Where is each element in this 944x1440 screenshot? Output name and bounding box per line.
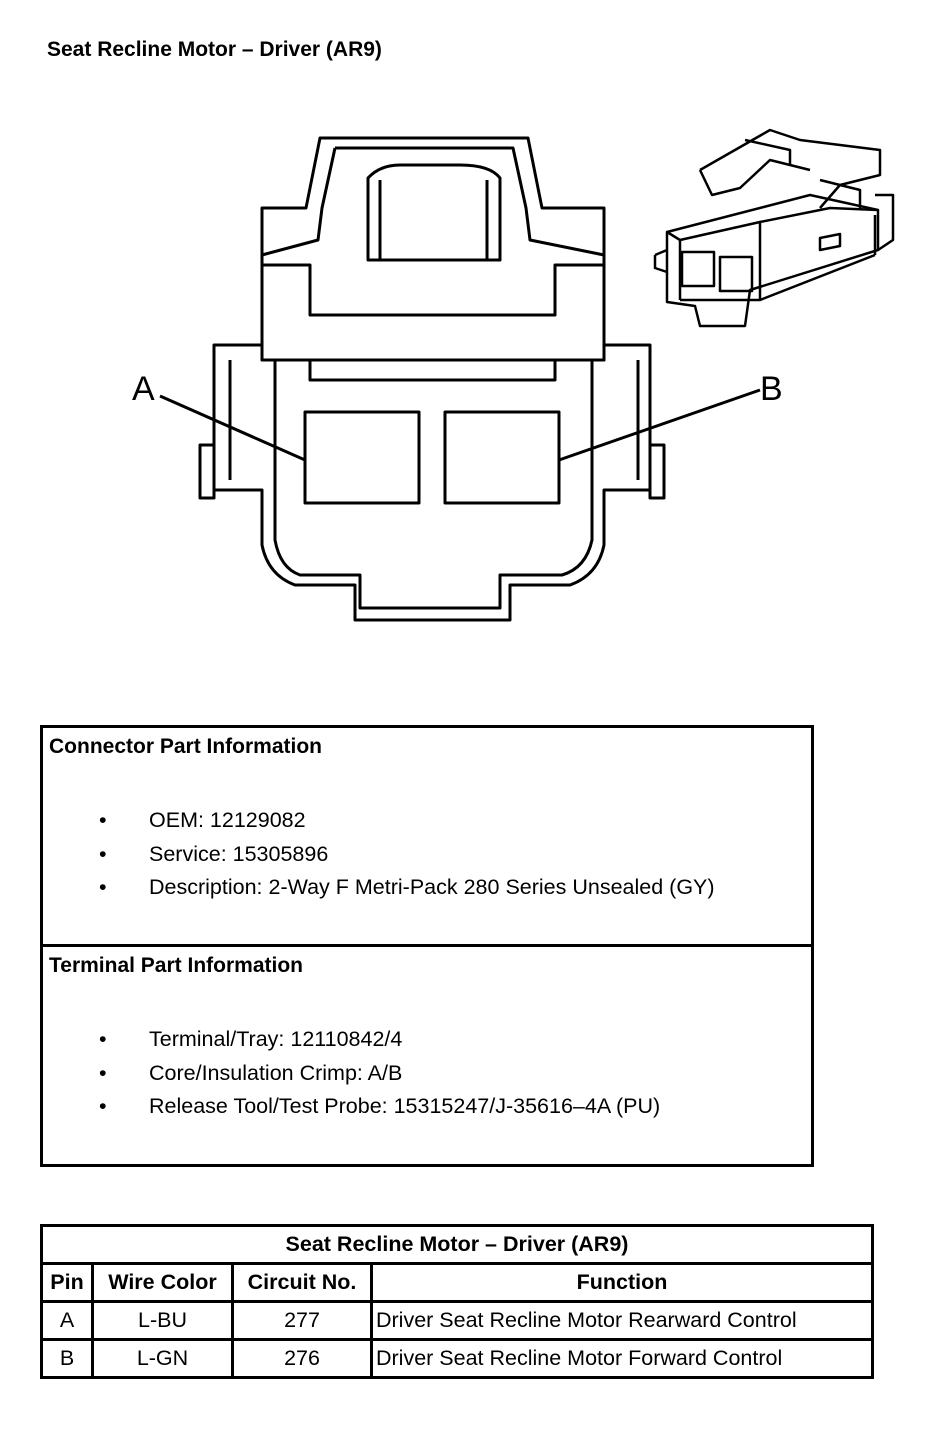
column-header-wire-color: Wire Color <box>91 1262 234 1303</box>
list-item-text: Core/Insulation Crimp: A/B <box>149 1060 403 1085</box>
bullet-icon: • <box>99 1060 107 1085</box>
list-item-text: OEM: 12129082 <box>149 808 306 832</box>
column-header-function: Function <box>370 1262 874 1303</box>
pin-cell: A <box>40 1300 94 1341</box>
table-row: B L-GN 276 Driver Seat Recline Motor For… <box>40 1338 874 1379</box>
part-info-box: Connector Part Information • OEM: 1212908… <box>40 725 814 1167</box>
circuit-cell: 276 <box>231 1338 373 1379</box>
connector-diagram: A B <box>132 128 895 622</box>
pin-cavity-b <box>443 410 561 505</box>
wire-color-cell: L-BU <box>91 1300 234 1341</box>
terminal-info-heading: Terminal Part Information <box>49 954 303 977</box>
column-header-circuit: Circuit No. <box>231 1262 373 1303</box>
pin-b-leader <box>558 388 761 462</box>
list-item-text: Description: 2-Way F Metri-Pack 280 Seri… <box>149 875 715 899</box>
page-title: Seat Recline Motor – Driver (AR9) <box>47 38 382 61</box>
pin-a-leader <box>159 394 306 462</box>
list-item-text: Terminal/Tray: 12110842/4 <box>149 1027 403 1051</box>
pin-table: Seat Recline Motor – Driver (AR9) Pin Wi… <box>40 1224 874 1379</box>
function-cell: Driver Seat Recline Motor Forward Contro… <box>370 1338 874 1379</box>
column-header-pin: Pin <box>40 1262 94 1303</box>
pin-cavity-a <box>303 410 421 505</box>
table-row: A L-BU 277 Driver Seat Recline Motor Rea… <box>40 1300 874 1341</box>
bullet-icon: • <box>99 841 107 866</box>
pin-table-title: Seat Recline Motor – Driver (AR9) <box>40 1224 874 1265</box>
wire-color-cell: L-GN <box>91 1338 234 1379</box>
bullet-icon: • <box>99 1027 107 1051</box>
connector-iso-view <box>653 128 895 328</box>
connector-info-section: Connector Part Information • OEM: 1212908… <box>43 728 811 947</box>
connector-housing <box>212 343 652 622</box>
table-header-row: Pin Wire Color Circuit No. Function <box>40 1262 874 1303</box>
bullet-icon: • <box>99 875 107 899</box>
list-item-text: Release Tool/Test Probe: 15315247/J-3561… <box>149 1094 661 1118</box>
table-title-row: Seat Recline Motor – Driver (AR9) <box>40 1224 874 1265</box>
function-cell: Driver Seat Recline Motor Rearward Contr… <box>370 1300 874 1341</box>
connector-latch <box>260 136 606 362</box>
pin-a-label: A <box>132 370 155 408</box>
bullet-icon: • <box>99 1094 107 1118</box>
connector-info-heading: Connector Part Information <box>49 735 323 758</box>
pin-cell: B <box>40 1338 94 1379</box>
list-item-text: Service: 15305896 <box>149 841 329 866</box>
terminal-info-section: Terminal Part Information • Terminal/Tray… <box>43 947 811 1164</box>
bullet-icon: • <box>99 808 107 832</box>
pin-b-label: B <box>760 370 783 408</box>
circuit-cell: 277 <box>231 1300 373 1341</box>
